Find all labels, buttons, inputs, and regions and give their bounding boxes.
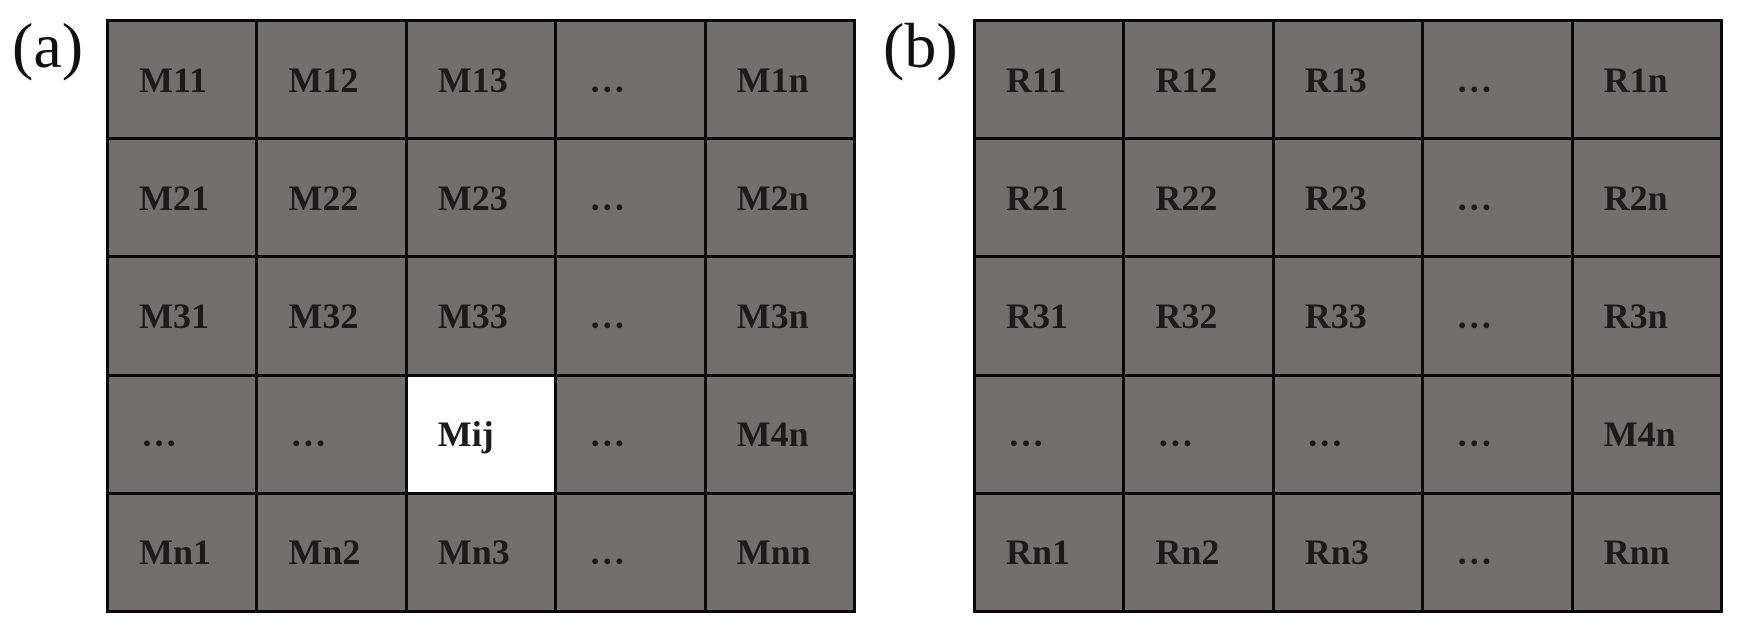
matrix-cell: M4n [706,376,853,492]
matrix-cell: M4n [1573,376,1720,492]
matrix-cell: … [1424,22,1571,138]
matrix-cell: R21 [976,140,1123,256]
matrix-cell: … [1274,376,1422,492]
matrix-cell: M2n [706,140,853,256]
panel-label-b: (b) [883,10,958,81]
matrix-cell: M33 [407,258,555,374]
matrix-cell: … [1424,258,1571,374]
matrix-cell: … [1424,140,1571,256]
matrix-cell: M32 [258,258,405,374]
matrix-cell: … [557,22,704,138]
matrix-cell: … [109,376,256,492]
matrix-cell: M3n [706,258,853,374]
matrix-cell: … [1125,376,1272,492]
matrix-cell: M11 [109,22,256,138]
matrix-cell: … [557,140,704,256]
matrix-cell: M31 [109,258,256,374]
matrix-cell: Mn2 [258,494,405,610]
matrix-cell: R22 [1125,140,1272,256]
matrix-cell: Mnn [706,494,853,610]
matrix-cell: … [557,258,704,374]
panel-label-a: (a) [12,10,84,81]
matrix-cell: Rn2 [1125,494,1272,610]
matrix-cell: R23 [1274,140,1422,256]
matrix-cell: R1n [1573,22,1720,138]
matrix-cell: … [1424,376,1571,492]
matrix-cell: M13 [407,22,555,138]
matrix-cell: Mn3 [407,494,555,610]
matrix-cell: R11 [976,22,1123,138]
matrix-cell: M21 [109,140,256,256]
matrix-cell: Rn3 [1274,494,1422,610]
matrix-cell: M1n [706,22,853,138]
matrix-cell: R2n [1573,140,1720,256]
matrix-cell: R33 [1274,258,1422,374]
matrix-cell: … [976,376,1123,492]
matrix-cell-highlighted: Mij [407,376,555,492]
matrix-cell: … [258,376,405,492]
matrix-cell: M12 [258,22,405,138]
matrix-cell: Mn1 [109,494,256,610]
matrix-cell: R32 [1125,258,1272,374]
matrix-cell: R3n [1573,258,1720,374]
matrix-cell: Rn1 [976,494,1123,610]
matrix-cell: R31 [976,258,1123,374]
matrix-cell: R12 [1125,22,1272,138]
matrix-cell: … [557,376,704,492]
matrix-cell: M22 [258,140,405,256]
matrix-cell: R13 [1274,22,1422,138]
matrix-cell: … [557,494,704,610]
matrix-cell: … [1424,494,1571,610]
matrix-cell: M23 [407,140,555,256]
matrix-cell: Rnn [1573,494,1720,610]
